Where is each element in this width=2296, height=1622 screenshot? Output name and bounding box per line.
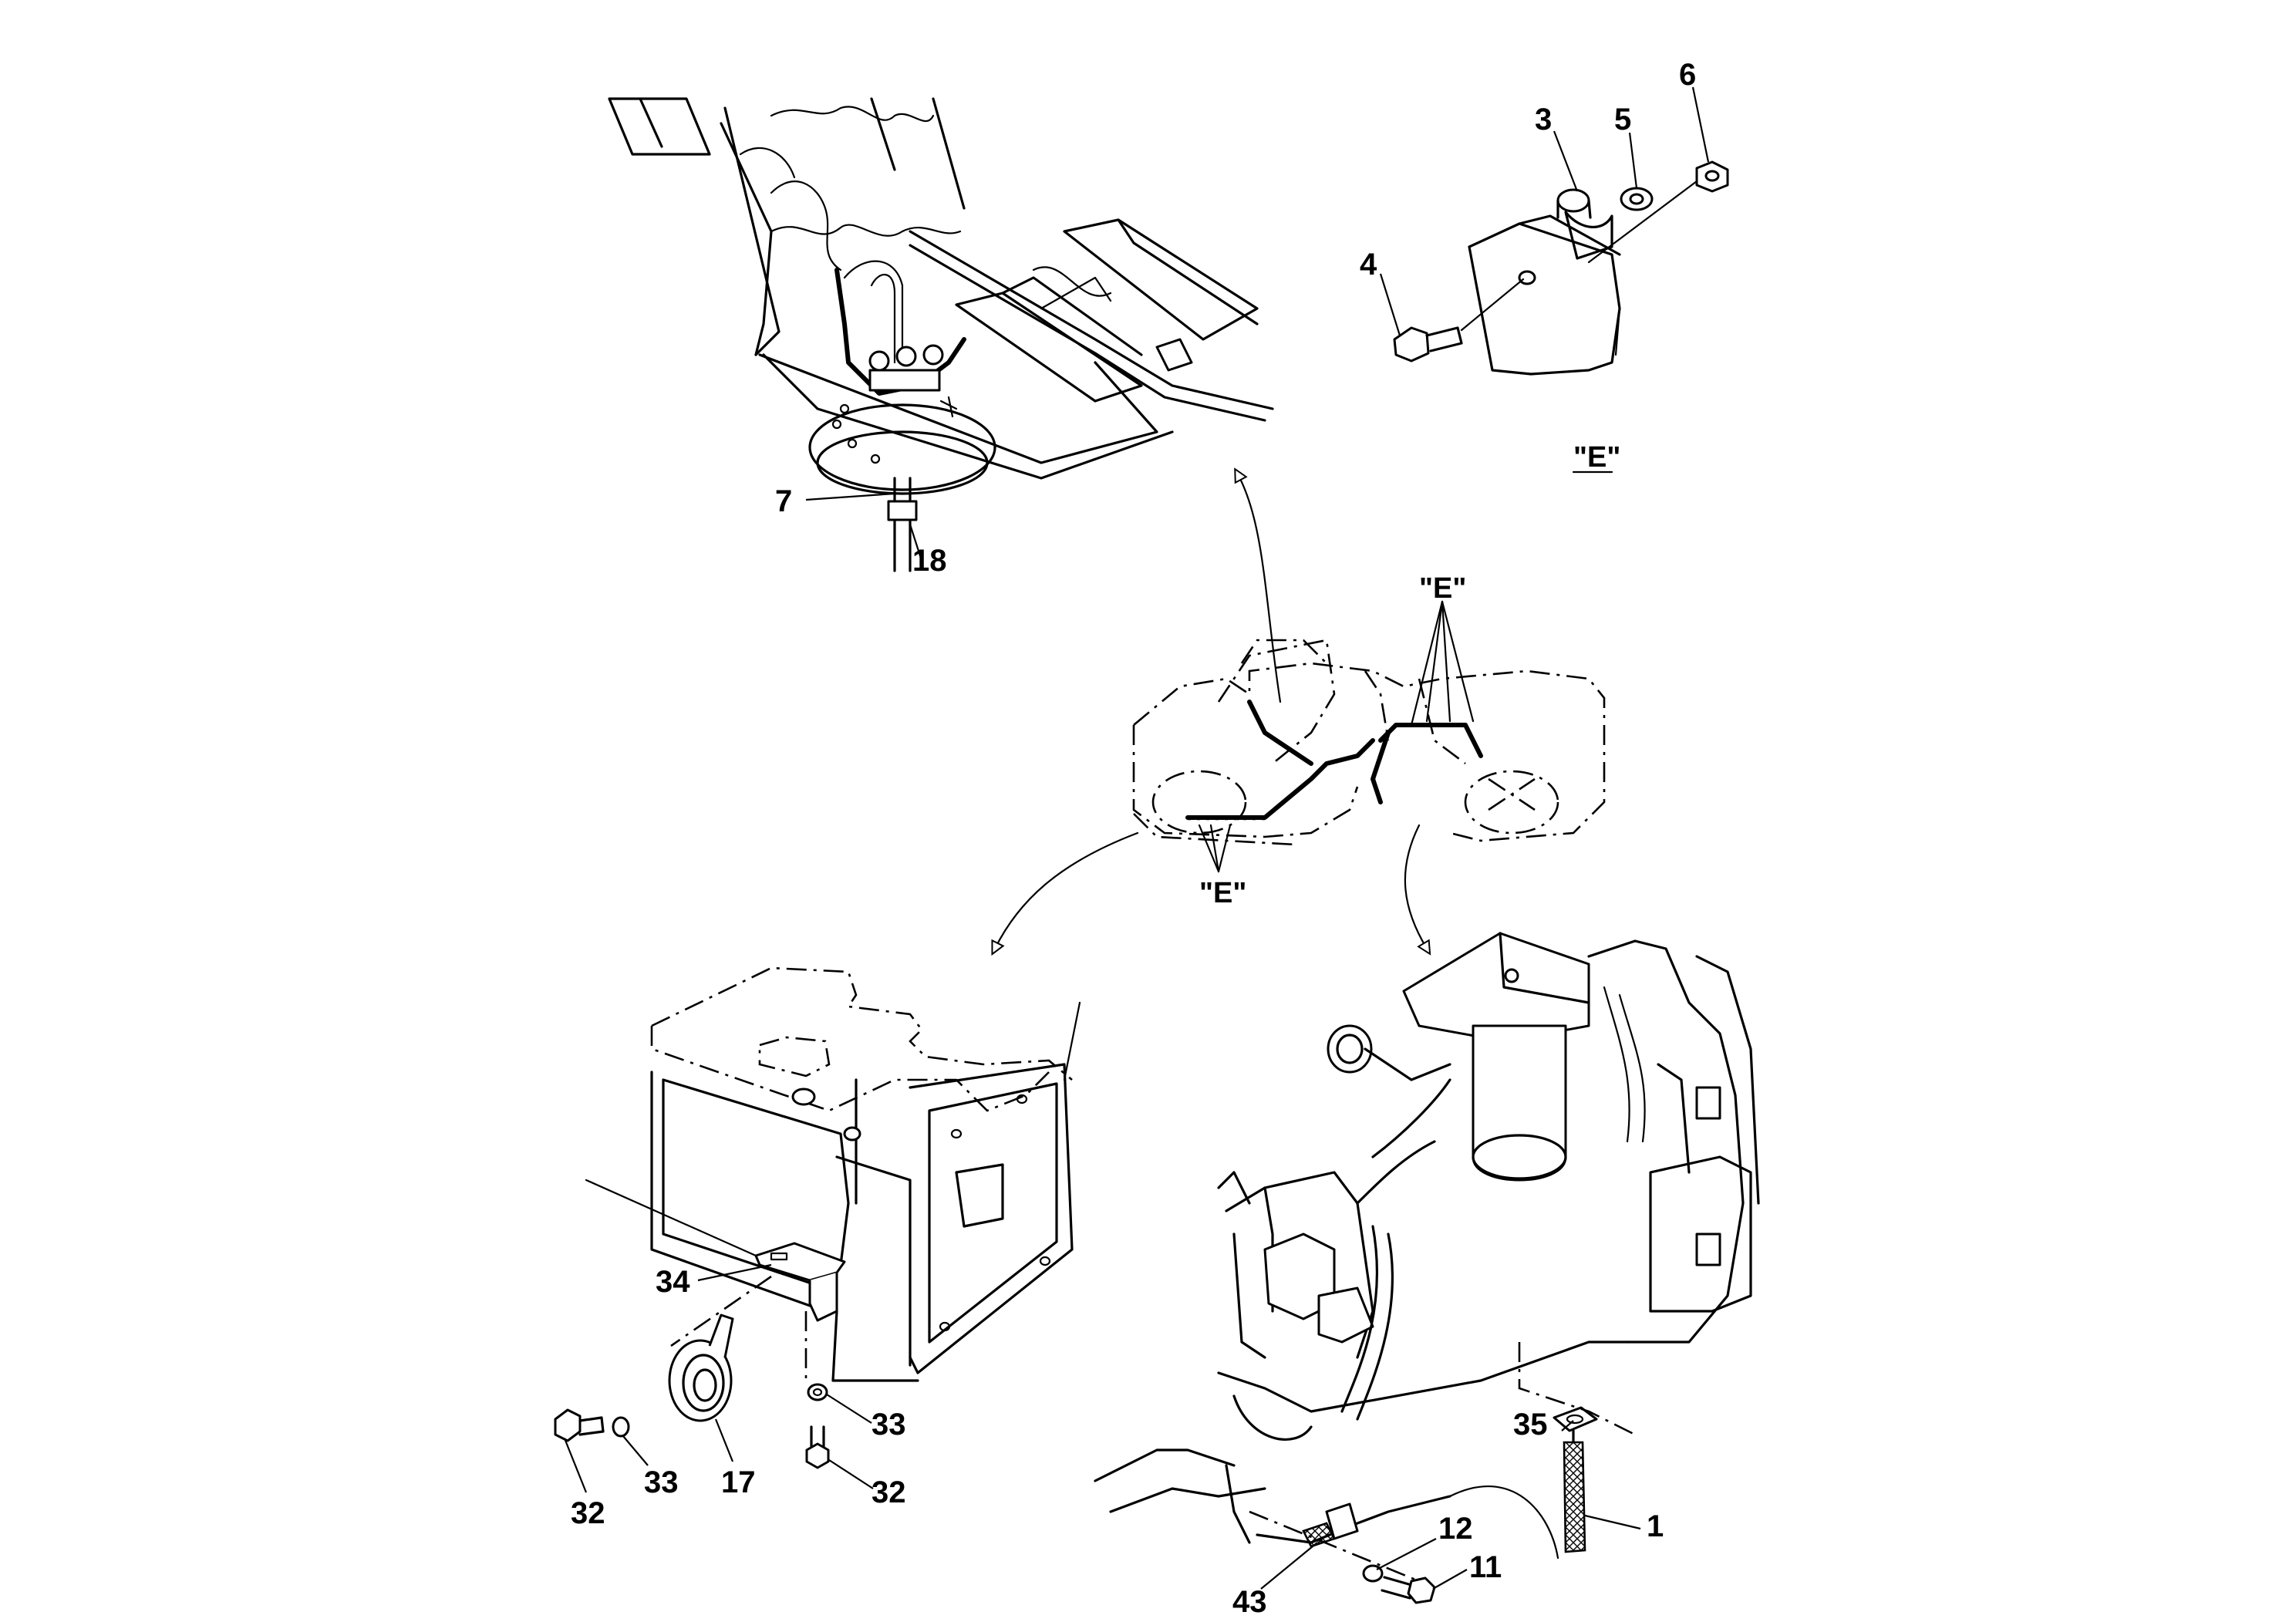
view-tag-e-detail: "E" (1573, 441, 1620, 474)
view-tag-e-lower: "E" (1199, 877, 1246, 909)
callout-6: 6 (1679, 58, 1696, 92)
callout-4: 4 (1360, 248, 1377, 282)
callout-12: 12 (1438, 1512, 1473, 1546)
callout-35: 35 (1513, 1408, 1548, 1442)
callout-5: 5 (1614, 103, 1631, 137)
callout-11: 11 (1469, 1550, 1502, 1584)
view-tags: "E" "E" "E" (1199, 441, 1620, 909)
callout-1: 1 (1647, 1509, 1664, 1543)
callout-32-right: 32 (872, 1475, 906, 1509)
callout-3: 3 (1535, 103, 1552, 137)
turntable-wiring-view (608, 97, 1274, 572)
callout-33-right: 33 (872, 1408, 906, 1442)
engine-view (1094, 932, 1760, 1604)
machine-overview (995, 474, 1606, 949)
callout-43: 43 (1232, 1585, 1267, 1619)
view-tag-e-upper: "E" (1419, 572, 1466, 605)
callout-33-left: 33 (644, 1465, 679, 1499)
horn-bracket-view (554, 966, 1081, 1469)
callout-7: 7 (775, 484, 792, 518)
callout-17: 17 (721, 1465, 756, 1499)
callout-32-left: 32 (571, 1496, 605, 1530)
callout-labels: 3 5 6 4 7 18 34 32 33 17 33 32 35 1 12 1… (571, 58, 1696, 1619)
detail-e-view (1393, 160, 1729, 376)
callout-34: 34 (656, 1265, 690, 1299)
callout-18: 18 (912, 544, 947, 578)
leader-lines (563, 86, 1710, 1590)
